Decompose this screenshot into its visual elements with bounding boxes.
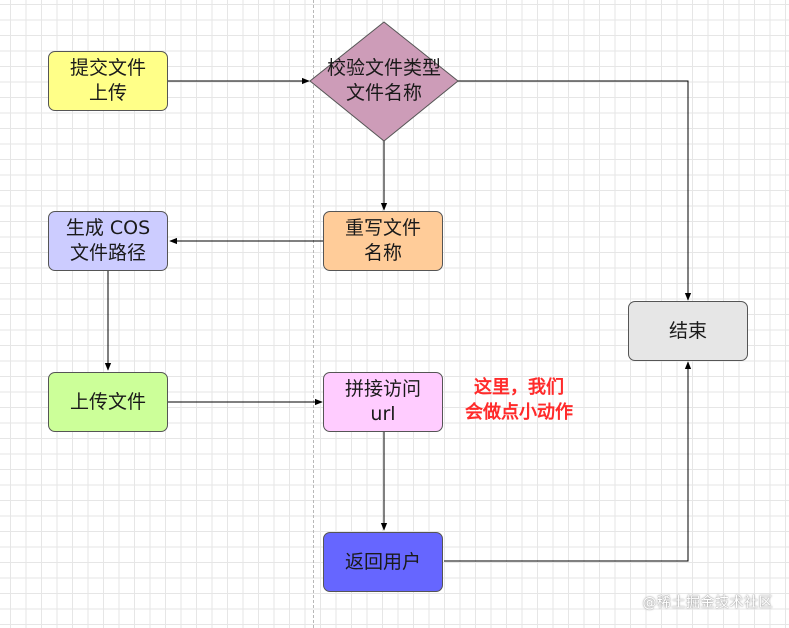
rename-file-label: 重写文件 名称 xyxy=(344,217,421,264)
return-user-node[interactable]: 返回用户 xyxy=(323,532,443,592)
edge-validate-to-end xyxy=(458,80,692,301)
concat-url-node[interactable]: 拼接访问 url xyxy=(323,372,443,432)
concat-url-label: 拼接访问 url xyxy=(344,378,421,425)
return-user-label: 返回用户 xyxy=(344,550,421,573)
annotation-note: 这里，我们 会做点小动作 xyxy=(465,377,573,423)
generate-cos-path-label: 生成 COS 文件路径 xyxy=(65,217,151,264)
generate-cos-path-node[interactable]: 生成 COS 文件路径 xyxy=(48,211,168,271)
edge-returnuser-to-end xyxy=(444,361,692,562)
validate-node-label-box: 校验文件类型 文件名称 xyxy=(310,55,458,107)
dashed-guide-line xyxy=(313,0,314,628)
end-node[interactable]: 结束 xyxy=(628,301,748,361)
upload-file-node[interactable]: 上传文件 xyxy=(48,372,168,432)
validate-node-label: 校验文件类型 文件名称 xyxy=(326,57,441,104)
upload-file-label: 上传文件 xyxy=(69,390,146,413)
submit-upload-label: 提交文件 上传 xyxy=(69,57,146,104)
watermark-text: @稀土掘金技术社区 xyxy=(642,595,773,611)
submit-upload-node[interactable]: 提交文件 上传 xyxy=(48,51,168,111)
end-label: 结束 xyxy=(668,319,707,342)
rename-file-node[interactable]: 重写文件 名称 xyxy=(323,211,443,271)
